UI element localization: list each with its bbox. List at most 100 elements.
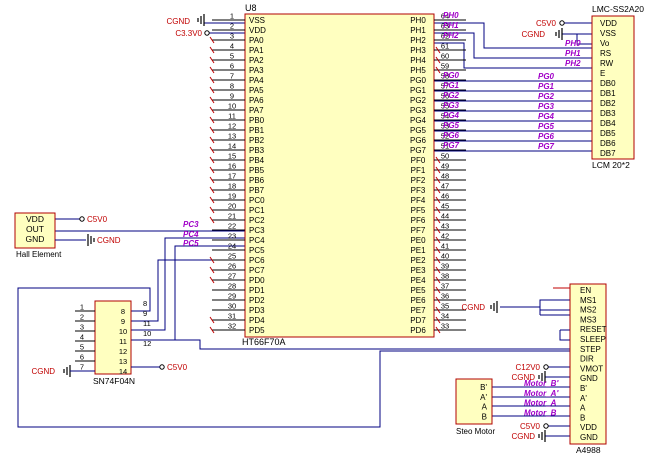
u8-pin-number-36: 36 (441, 292, 449, 301)
u8-nc-mark-9 (209, 96, 215, 104)
u8-pin-name-PF0: PF0 (411, 156, 426, 165)
u8-pin-number-27: 27 (228, 272, 236, 281)
u8-pin-name-PF1: PF1 (411, 166, 426, 175)
lcm-net-label-PG2: PG2 (538, 92, 555, 101)
u8-nc-mark-6 (209, 66, 215, 74)
u8-pin-name-PD7: PD7 (410, 316, 426, 325)
inverter-vcc-net-label: C5V0 (167, 363, 188, 372)
u8-nc-mark-21 (209, 216, 215, 224)
u8-pin-name-PA7: PA7 (249, 106, 264, 115)
u8-net-label-PG0: PG0 (443, 71, 460, 80)
u8-net-label-PG5: PG5 (443, 121, 460, 130)
u8-pin-number-8: 8 (230, 82, 234, 91)
u8-pin-number-4: 4 (230, 42, 234, 51)
u8-pin-number-34: 34 (441, 312, 449, 321)
lcm-vdd-net-label: C5V0 (536, 19, 557, 28)
u8-pin-name-PD6: PD6 (410, 326, 426, 335)
inverter-left-num-7: 7 (80, 363, 84, 372)
u8-pin-name-PG3: PG3 (410, 106, 427, 115)
u8-nc-mark-46 (435, 196, 441, 204)
u8-pin-number-19: 19 (228, 192, 236, 201)
u8-pin-name-PC6: PC6 (249, 256, 265, 265)
u8-nc-mark-27 (209, 276, 215, 284)
inverter-part-label: SN74F04N (93, 376, 136, 386)
u8-pin-name-PH0: PH0 (410, 16, 426, 25)
u8-pin-name-PA4: PA4 (249, 76, 264, 85)
inverter-right-num-12: 12 (119, 347, 127, 356)
inverter-left-num-4: 4 (80, 333, 84, 342)
u8-pin-name-PC1: PC1 (249, 206, 265, 215)
u8-nc-mark-48 (435, 176, 441, 184)
u8-pin-name-PB6: PB6 (249, 176, 265, 185)
u8-pin-name-PC4: PC4 (249, 236, 265, 245)
a4988-body (569, 283, 607, 445)
u8-net-label-PG3: PG3 (443, 101, 460, 110)
u8-pin-number-26: 26 (228, 262, 236, 271)
u8-nc-mark-20 (209, 206, 215, 214)
lcm-net-label-PG7: PG7 (538, 142, 555, 151)
a4988-pin-7: DIR (580, 355, 594, 364)
u8-nc-mark-43 (435, 226, 441, 234)
hall-body (14, 212, 56, 249)
u8-net-label-PC4: PC4 (183, 230, 199, 239)
u8-vdd-power-dot (204, 30, 210, 36)
u8-pin-number-57: 57 (441, 82, 449, 91)
motor-pin-1: A' (480, 393, 487, 402)
u8-nc-mark-34 (435, 316, 441, 324)
u8-pin-number-46: 46 (441, 192, 449, 201)
u8-pin-number-3: 3 (230, 32, 234, 41)
a4988-part-label: A4988 (576, 445, 601, 455)
u8-nc-mark-38 (435, 276, 441, 284)
u8-net-label-PG4: PG4 (443, 111, 460, 120)
inverter-right-num-14: 14 (119, 367, 127, 376)
u8-pin-name-PE1: PE1 (410, 246, 426, 255)
u8-pin-name-PH4: PH4 (410, 56, 426, 65)
u8-ref-label: U8 (245, 3, 257, 13)
u8-pin-number-20: 20 (228, 202, 236, 211)
u8-net-label-PG6: PG6 (443, 131, 460, 140)
u8-pin-number-5: 5 (230, 52, 234, 61)
u8-pin-name-PC2: PC2 (249, 216, 265, 225)
u8-pin-number-21: 21 (228, 212, 236, 221)
motor-pin-0: B' (480, 383, 487, 392)
lcm-vdd-power-dot (559, 20, 565, 26)
u8-pin-name-PD4: PD4 (249, 316, 265, 325)
lcm-pin-VSS: VSS (600, 29, 616, 38)
u8-pin-name-PG0: PG0 (410, 76, 427, 85)
a4988-pin-0: EN (580, 286, 591, 295)
motor-body (455, 378, 493, 425)
lcm-pin-DB6: DB6 (600, 139, 616, 148)
lcm-pin-DB5: DB5 (600, 129, 616, 138)
u8-nc-mark-8 (209, 86, 215, 94)
u8-pin-number-59: 59 (441, 62, 449, 71)
u8-nc-mark-13 (209, 136, 215, 144)
a4988-vmot-gnd-label: CGND (511, 373, 535, 382)
a4988-vdd-net-label: C5V0 (520, 422, 541, 431)
a4988-motor-net-2: Motor_A (524, 399, 557, 408)
lcm-pin-VDD: VDD (600, 19, 617, 28)
motor-part-label: Steo Motor (456, 427, 496, 436)
u8-pin-name-PG6: PG6 (410, 136, 427, 145)
a4988-pin-4: RESET (580, 325, 607, 334)
lcm-net-label-PG4: PG4 (538, 112, 555, 121)
u8-pin-name-PF5: PF5 (411, 206, 426, 215)
inverter-gnd-net-label: CGND (31, 367, 55, 376)
u8-pin-number-42: 42 (441, 232, 449, 241)
u8-pin-name-PB1: PB1 (249, 126, 265, 135)
u8-nc-mark-16 (209, 166, 215, 174)
u8-pin-name-PA3: PA3 (249, 66, 264, 75)
u8-pin-name-PF7: PF7 (411, 226, 426, 235)
lcm-pin-DB0: DB0 (600, 79, 616, 88)
a4988-motor-net-3: Motor_B (524, 408, 557, 417)
u8-pin-name-PG4: PG4 (410, 116, 427, 125)
u8-part-label: HT66F70A (242, 337, 286, 347)
u8-pin-number-37: 37 (441, 282, 449, 291)
a4988-pin-2: MS2 (580, 306, 597, 315)
u8-pin-name-VDD: VDD (249, 26, 266, 35)
inverter-ext-num-0: 8 (143, 299, 147, 308)
a4988-vdd-power-dot (543, 423, 549, 429)
inverter-left-num-1: 1 (80, 303, 84, 312)
u8-nc-mark-14 (209, 146, 215, 154)
